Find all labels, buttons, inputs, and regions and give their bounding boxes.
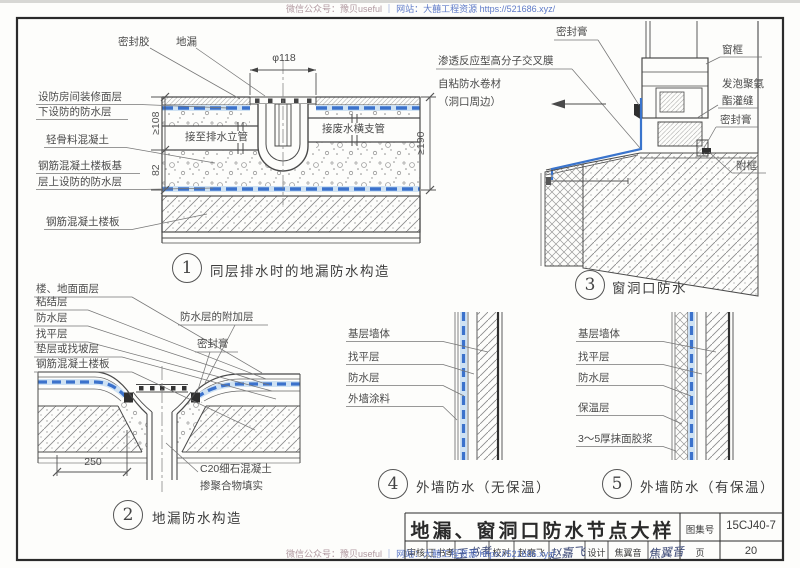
designer-label: 设计 xyxy=(587,548,606,558)
checker-label: 校对 xyxy=(492,548,511,558)
d1-label-to-riser: 接至排水立管 xyxy=(183,131,250,144)
sheet-title: 地漏、窗洞口防水节点大样 xyxy=(410,521,675,542)
detail5-number-bubble: 5 xyxy=(602,469,632,499)
detail2-drawing xyxy=(34,296,301,492)
d1-label-slab-wp-2: 层上设防的防水层 xyxy=(38,176,122,188)
watermark-site: 网站：大囍工程资源 https://521686.xyz/ xyxy=(396,549,556,559)
d5-label-insulation: 保温层 xyxy=(578,402,610,414)
reviewer-name: 王书孝 xyxy=(427,548,455,558)
d2-note-c20-1: C20细石混凝土 xyxy=(200,463,272,475)
watermark-account: 微信公众号：豫贝useful xyxy=(286,549,383,559)
title-block-grid xyxy=(404,512,782,560)
d4-label-base-wall: 基层墙体 xyxy=(348,328,390,340)
detail2-number-bubble: 2 xyxy=(113,500,143,530)
d2-label-bonding: 粘结层 xyxy=(36,296,68,308)
d1-dim-right: ≥190 xyxy=(414,131,427,155)
d3-label-sealant-right: 密封膏 xyxy=(720,114,752,126)
d5-label-waterproof: 防水层 xyxy=(578,372,610,384)
d1-label-lightweight-concrete: 轻骨料混凝土 xyxy=(46,134,109,146)
d2-label-wp-additional: 防水层的附加层 xyxy=(180,311,254,323)
watermark-top: 微信公众号：豫贝useful ｜ 网站：大囍工程资源 https://52168… xyxy=(286,2,555,15)
reviewer-label: 审核 xyxy=(406,548,425,558)
d2-label-rc-slab: 钢筋混凝土楼板 xyxy=(36,358,110,370)
detail5-caption: 外墙防水（有保温） xyxy=(640,480,775,495)
d1-label-finish-1: 设防房间装修面层 xyxy=(38,91,122,103)
detail5-drawing xyxy=(576,312,734,460)
detail4-number-bubble: 4 xyxy=(378,469,408,499)
d1-label-rc-slab: 钢筋混凝土楼板 xyxy=(46,216,120,228)
d1-dim-upper: ≥108 xyxy=(149,111,162,135)
watermark-separator: ｜ xyxy=(384,549,394,559)
detail1-number-bubble: 1 xyxy=(172,253,202,283)
page-frame xyxy=(15,16,785,562)
d1-dim-lower: 82 xyxy=(149,164,162,177)
detail3-number-bubble: 3 xyxy=(575,270,605,300)
d1-dim-diameter: φ118 xyxy=(272,52,296,64)
d1-note-membrane-2: 自粘防水卷材 xyxy=(438,78,501,90)
d2-label-cushion: 垫层或找坡层 xyxy=(36,343,99,355)
d2-label-floor-finish: 楼、地面面层 xyxy=(36,283,99,295)
detail4-drawing xyxy=(346,312,503,460)
atlas-number-label: 图集号 xyxy=(685,525,715,536)
page-number: 20 xyxy=(744,545,758,557)
d2-dim-250: 250 xyxy=(84,456,102,468)
d1-label-floor-drain: 地漏 xyxy=(176,36,197,48)
d1-note-membrane-3: （洞口周边） xyxy=(438,96,501,108)
d3-label-sub-frame: 附框 xyxy=(736,160,757,172)
scan-edge xyxy=(0,0,800,3)
watermark-bottom: 微信公众号：豫贝useful ｜ 网站：大囍工程资源 https://52168… xyxy=(286,547,555,560)
detail3-drawing xyxy=(540,21,766,297)
d4-label-leveling: 找平层 xyxy=(348,351,380,363)
d3-label-foam-1: 发泡聚氨 xyxy=(722,78,764,90)
detail1-caption: 同层排水时的地漏防水构造 xyxy=(210,264,390,279)
d2-note-c20-2: 掺聚合物填实 xyxy=(200,480,263,492)
watermark-separator: ｜ xyxy=(384,4,394,14)
watermark-site: 网站：大囍工程资源 https://521686.xyz/ xyxy=(396,4,556,14)
designer-name: 焦翼音 xyxy=(614,548,642,558)
detail3-caption: 窗洞口防水 xyxy=(612,281,687,296)
page-label: 页 xyxy=(695,548,705,558)
detail2-caption: 地漏防水构造 xyxy=(152,511,242,526)
d3-label-sealant-top: 密封膏 xyxy=(556,26,588,38)
d1-label-finish-2: 下设防的防水层 xyxy=(38,106,112,118)
d2-label-leveling: 找平层 xyxy=(36,328,68,340)
d5-label-leveling: 找平层 xyxy=(578,351,610,363)
watermark-account: 微信公众号：豫贝useful xyxy=(286,4,383,14)
d2-label-sealant: 密封膏 xyxy=(197,338,229,350)
d5-label-mortar: 3～5厚抹面胶浆 xyxy=(578,433,653,445)
d1-note-membrane-1: 渗透反应型高分子交叉膜 xyxy=(438,55,554,67)
checker-name: 赵嘉飞 xyxy=(517,548,545,558)
atlas-number-value: 15CJ40-7 xyxy=(726,520,776,532)
designer-signature: 焦翼音 xyxy=(647,544,685,562)
detail4-caption: 外墙防水（无保温） xyxy=(416,480,551,495)
d5-label-base-wall: 基层墙体 xyxy=(578,328,620,340)
d1-label-slab-wp-1: 钢筋混凝土楼板基 xyxy=(38,160,122,172)
d4-label-waterproof: 防水层 xyxy=(348,372,380,384)
d4-label-coating: 外墙涂料 xyxy=(348,393,390,405)
d1-label-sealant: 密封胶 xyxy=(118,36,150,48)
d3-label-window-frame: 窗框 xyxy=(722,44,743,56)
d3-label-foam-2: 酯灌缝 xyxy=(722,95,754,107)
d1-label-to-branch: 接废水横支管 xyxy=(320,123,387,136)
d2-label-waterproof: 防水层 xyxy=(36,312,68,324)
